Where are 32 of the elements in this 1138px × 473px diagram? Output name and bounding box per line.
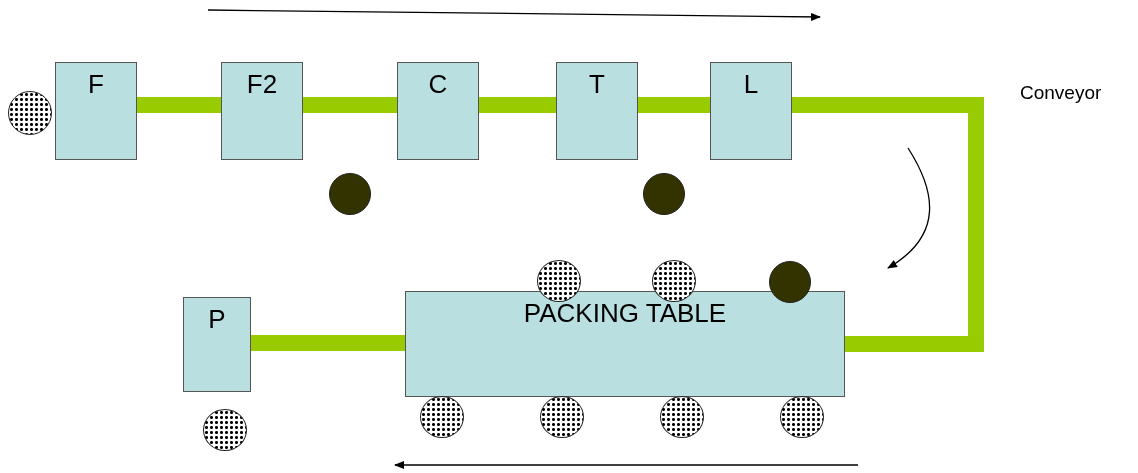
station-label: PACKING TABLE [523, 298, 727, 329]
solid-circle [769, 261, 811, 303]
station-box [397, 62, 479, 160]
conveyor-belt [251, 335, 405, 351]
conveyor-belt [137, 97, 221, 113]
speckled-circle [780, 396, 824, 438]
station-label: C [428, 69, 448, 100]
conveyor-belt [303, 97, 397, 113]
conveyor-label: Conveyor [1020, 82, 1102, 104]
solid-circle [643, 173, 685, 215]
speckled-circle [203, 409, 247, 451]
conveyor-belt [638, 97, 710, 113]
station-label: T [589, 69, 605, 100]
station-label: P [208, 304, 226, 335]
conveyor-belt [479, 97, 556, 113]
station-box [710, 62, 792, 160]
station-box [221, 62, 303, 160]
solid-circle [329, 173, 371, 215]
speckled-circle [537, 260, 581, 302]
station-label: F [88, 69, 104, 100]
station-box [55, 62, 137, 160]
table-box [405, 291, 845, 397]
speckled-circle [540, 396, 584, 438]
conveyor-belt [792, 97, 984, 352]
speckled-circle [420, 396, 464, 438]
station-label: L [743, 69, 759, 100]
speckled-circle [660, 396, 704, 438]
speckled-circle [652, 260, 696, 302]
station-label: F2 [246, 69, 278, 100]
station-box [183, 297, 251, 392]
station-box [556, 62, 638, 160]
speckled-circle [8, 91, 52, 135]
